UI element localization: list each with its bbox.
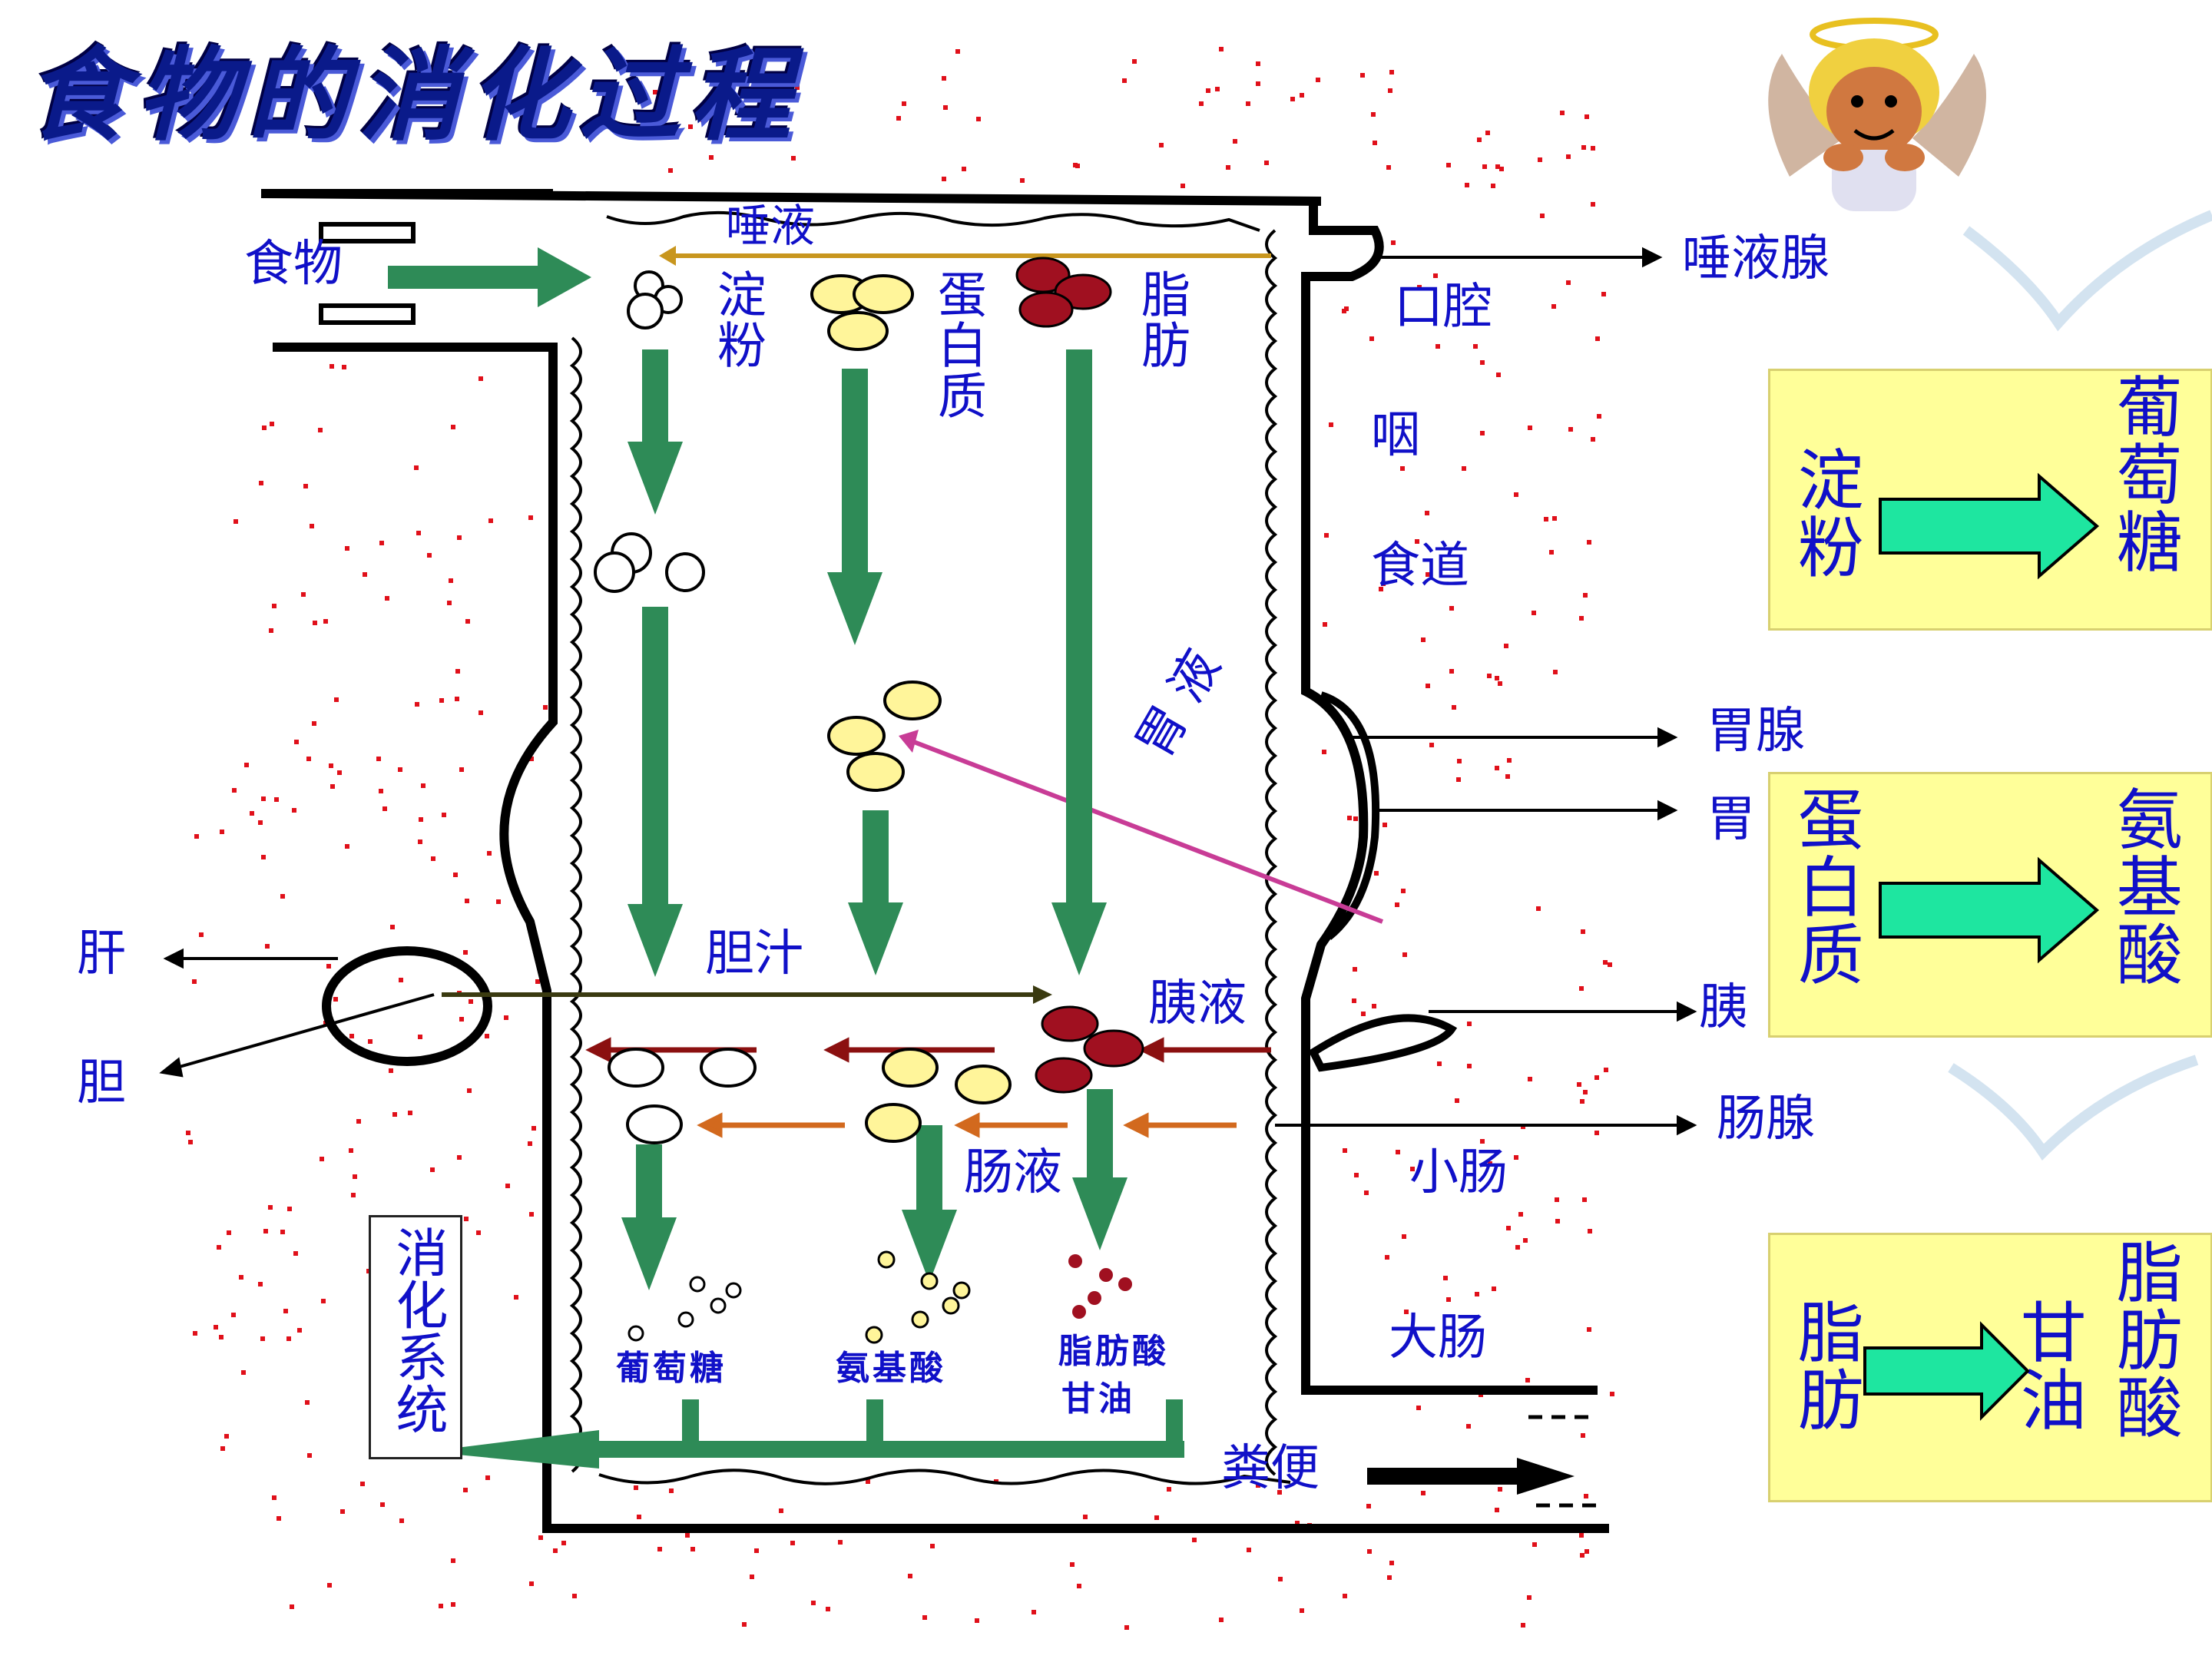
- label-pancreas: 胰: [1699, 979, 1748, 1036]
- summary-fat-from: 脂肪: [1786, 1298, 1863, 1433]
- label-protein: 蛋白质: [929, 269, 986, 421]
- label-starch: 淀粉: [709, 269, 766, 370]
- summary-fat-to-glycerol: 甘油: [2008, 1298, 2086, 1433]
- summary-starch-to: 葡萄糖: [2104, 373, 2182, 575]
- label-intestinal-gland: 肠腺: [1717, 1091, 1815, 1147]
- summary-protein-from: 蛋白质: [1786, 785, 1863, 988]
- label-small-intestine: 小肠: [1409, 1144, 1508, 1201]
- digestive-system-box: [369, 1215, 462, 1459]
- callout-lines: [159, 247, 1697, 1136]
- summary-fat-to-fatty-acid: 脂肪酸: [2104, 1238, 2182, 1441]
- gastric-juice-arrowhead: [899, 730, 919, 753]
- background-birds: [1948, 210, 2212, 1161]
- summary-protein-to: 氨基酸: [2104, 785, 2182, 988]
- saliva-arrowhead: [659, 246, 676, 266]
- summary-starch-from: 淀粉: [1786, 445, 1863, 581]
- label-bile: 胆汁: [705, 926, 803, 982]
- flow-arrow: [1072, 1089, 1128, 1250]
- lower-teeth: [319, 303, 416, 325]
- label-feces: 粪便: [1221, 1440, 1320, 1497]
- inner-bottom-wall: [598, 1469, 1291, 1485]
- fat-particles: [1015, 257, 1144, 1094]
- flow-arrow: [1051, 349, 1107, 975]
- label-large-intestine: 大肠: [1389, 1310, 1487, 1366]
- inner-wall-right: [1265, 229, 1278, 1476]
- product-dots: [628, 1250, 1132, 1344]
- inner-top-wall: [606, 210, 1260, 232]
- label-gallbladder: 胆: [77, 1055, 126, 1111]
- absorption-channel: [426, 1399, 1184, 1469]
- protein-particles: [810, 274, 1012, 1143]
- angel-mascot: [1768, 18, 1986, 211]
- label-pharynx: 咽: [1371, 407, 1420, 464]
- label-glucose: 葡萄糖: [616, 1349, 727, 1388]
- label-amino-acid: 氨基酸: [836, 1349, 946, 1388]
- tract-right-wall: [1301, 197, 1598, 1395]
- flow-arrow: [628, 607, 683, 977]
- rectum-dashes: [1528, 1415, 1598, 1508]
- feces-arrowhead: [1517, 1458, 1575, 1495]
- upper-teeth: [319, 222, 416, 243]
- label-glycerol: 甘油: [1061, 1379, 1135, 1419]
- label-liver: 肝: [77, 926, 126, 982]
- page-title: 食物的消化过程: [26, 36, 800, 155]
- label-food: 食物: [244, 236, 343, 293]
- label-saliva: 唾液: [726, 200, 816, 252]
- food-entry-arrow: [388, 247, 591, 307]
- label-pancreatic-juice: 胰液: [1148, 975, 1247, 1032]
- bile-arrowhead: [1033, 985, 1052, 1004]
- flow-arrow: [628, 349, 683, 515]
- flow-arrow: [902, 1125, 957, 1283]
- label-esophagus: 食道: [1371, 538, 1469, 594]
- liver-shape: [322, 946, 492, 1066]
- flow-arrow: [621, 1144, 677, 1290]
- flow-arrow: [848, 810, 903, 975]
- starch-particles: [594, 270, 757, 1144]
- label-intestinal-juice: 肠液: [964, 1144, 1062, 1201]
- label-salivary-gland: 唾液腺: [1682, 230, 1830, 287]
- label-fat: 脂肪: [1133, 269, 1190, 370]
- label-mouth: 口腔: [1394, 279, 1492, 336]
- pancreas-shape: [1308, 1014, 1458, 1072]
- label-digestive-system: 消化系统: [386, 1226, 447, 1435]
- tract-top-line: [260, 189, 1322, 206]
- inner-wall-left: [569, 336, 582, 1473]
- label-gastric-gland: 胃腺: [1707, 703, 1805, 760]
- digestion-flow-arrows: [621, 349, 1128, 1290]
- label-stomach: 胃: [1707, 791, 1756, 848]
- flow-arrow: [827, 369, 882, 645]
- gastric-juice-line: [912, 740, 1384, 924]
- intestinal-juice-arrows: [697, 1112, 1237, 1138]
- label-fatty-acid: 脂肪酸: [1058, 1332, 1169, 1371]
